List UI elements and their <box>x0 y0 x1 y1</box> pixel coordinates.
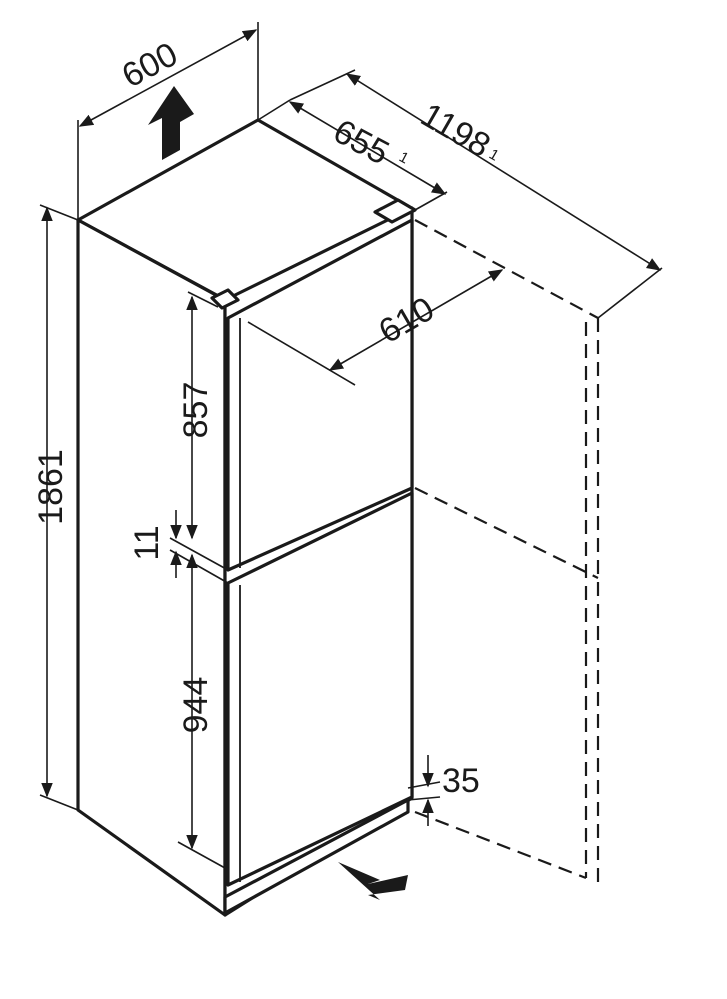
dim-door-gap-label: 11 <box>128 525 166 560</box>
dim-height-total: 1861 <box>32 204 79 811</box>
dim-plinth-label: 35 <box>442 762 480 800</box>
dim-height-lower: 944 <box>177 553 226 869</box>
dim-depth-open-label: 1198 <box>414 96 496 165</box>
dim-height-lower-label: 944 <box>177 677 215 734</box>
dim-depth-label: 655 <box>327 112 395 172</box>
dim-plinth: 35 <box>407 755 480 826</box>
dim-height-upper: 857 <box>177 291 219 540</box>
dim-door-gap: 11 <box>128 510 229 584</box>
door-hinge <box>210 288 240 310</box>
arrow-up-icon <box>148 86 194 160</box>
cabinet-side <box>76 218 227 917</box>
dim-depth-note: 1 <box>396 149 411 168</box>
plinth <box>223 798 410 915</box>
fridge-cabinet <box>76 118 417 917</box>
arrow-in-icon <box>338 862 408 900</box>
dim-depth-open-note: 1 <box>486 146 502 165</box>
lower-door <box>226 491 414 887</box>
dim-height-total-label: 1861 <box>32 449 70 525</box>
dim-width-label: 600 <box>116 35 184 95</box>
dim-height-upper-label: 857 <box>177 382 215 439</box>
